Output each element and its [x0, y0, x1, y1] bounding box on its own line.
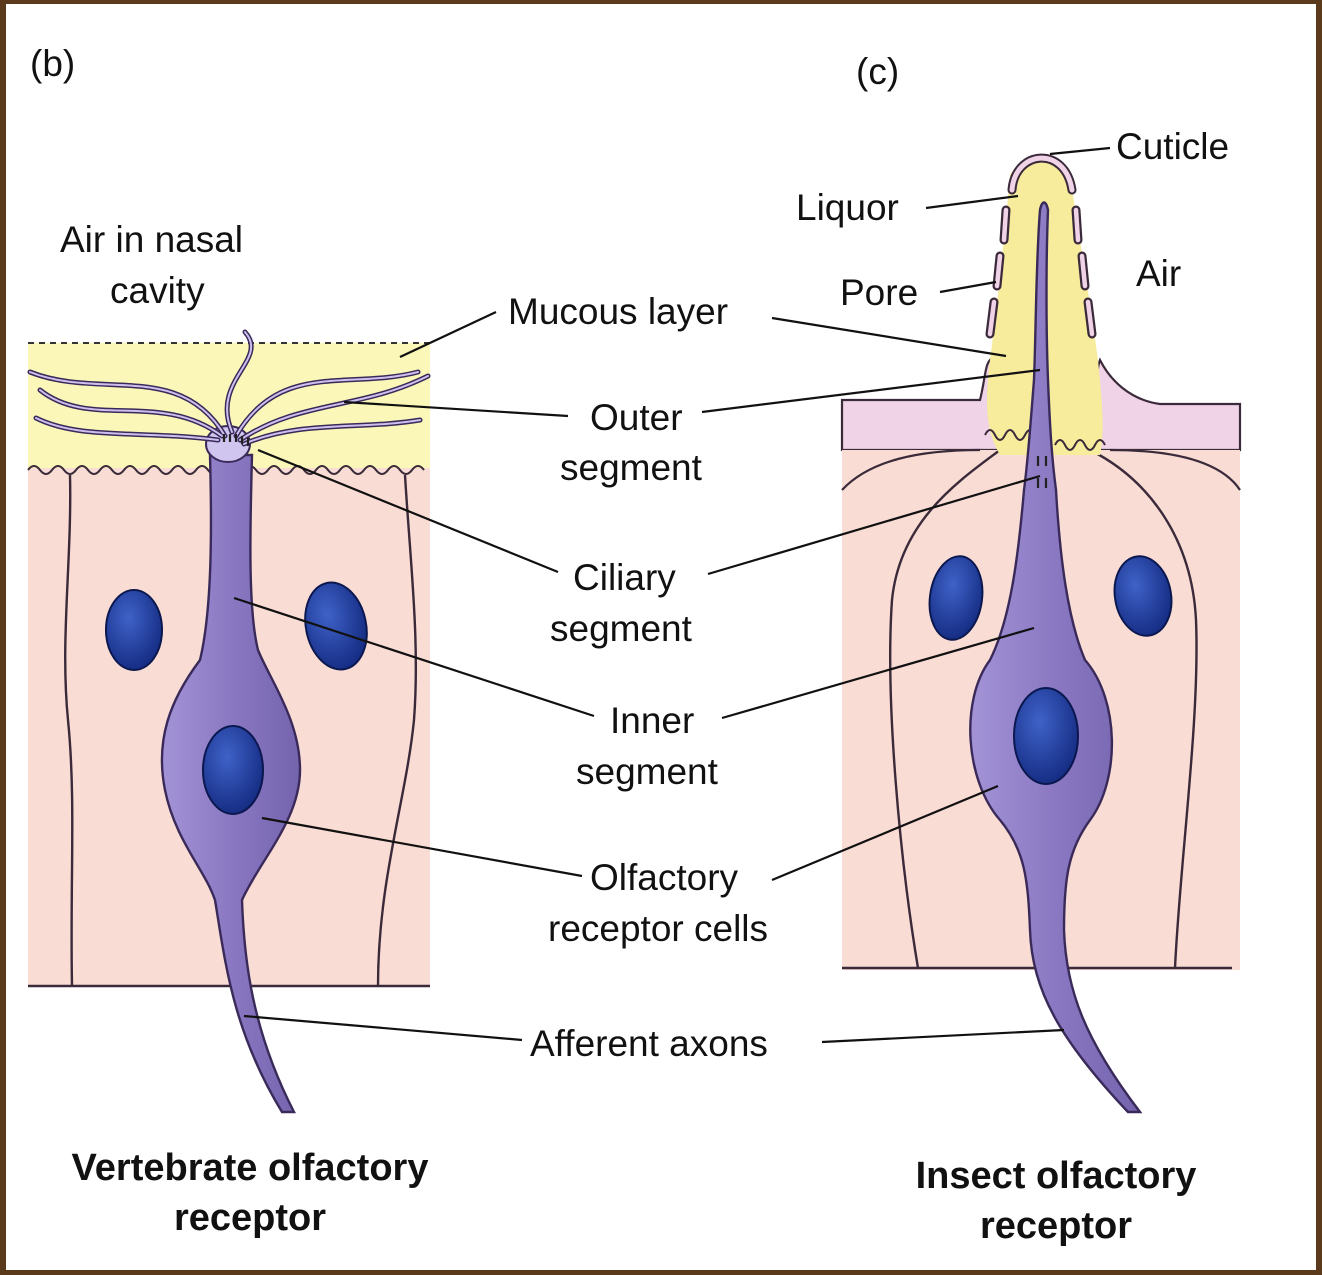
olfactory-cells-label-1: Olfactory: [590, 857, 739, 898]
panel-b-letter: (b): [30, 43, 75, 84]
inner-segment-label-1: Inner: [610, 700, 694, 741]
receptor-nucleus: [203, 726, 263, 814]
mucous-layer-label: Mucous layer: [508, 291, 728, 332]
olfactory-cells-label-2: receptor cells: [548, 908, 768, 949]
insect-receptor-nucleus: [1014, 688, 1078, 784]
figure-frame: (b) (c) Air in nasal cavity Cuticle Liqu…: [6, 4, 1316, 1270]
ciliary-segment-label-1: Ciliary: [573, 557, 676, 598]
cuticle-label: Cuticle: [1116, 126, 1229, 167]
olfactory-receptor-diagram: (b) (c) Air in nasal cavity Cuticle Liqu…: [6, 4, 1316, 1270]
afferent-axons-label: Afferent axons: [530, 1023, 768, 1064]
vertebrate-title-1: Vertebrate olfactory: [72, 1147, 429, 1189]
pore-label: Pore: [840, 272, 918, 313]
nucleus: [106, 590, 162, 670]
inner-segment-label-2: segment: [576, 751, 719, 792]
vertebrate-title-2: receptor: [174, 1197, 326, 1239]
air-nasal-label-1: Air in nasal: [60, 219, 243, 260]
vertebrate-panel: [28, 332, 430, 1112]
panel-c-letter: (c): [856, 51, 899, 92]
outer-segment-label-2: segment: [560, 447, 703, 488]
air-nasal-label-2: cavity: [110, 270, 205, 311]
ciliary-segment-label-2: segment: [550, 608, 693, 649]
air-label: Air: [1136, 253, 1181, 294]
liquor-label: Liquor: [796, 187, 899, 228]
insect-title-2: receptor: [980, 1205, 1132, 1247]
outer-segment-label-1: Outer: [590, 397, 683, 438]
insect-title-1: Insect olfactory: [916, 1155, 1197, 1197]
